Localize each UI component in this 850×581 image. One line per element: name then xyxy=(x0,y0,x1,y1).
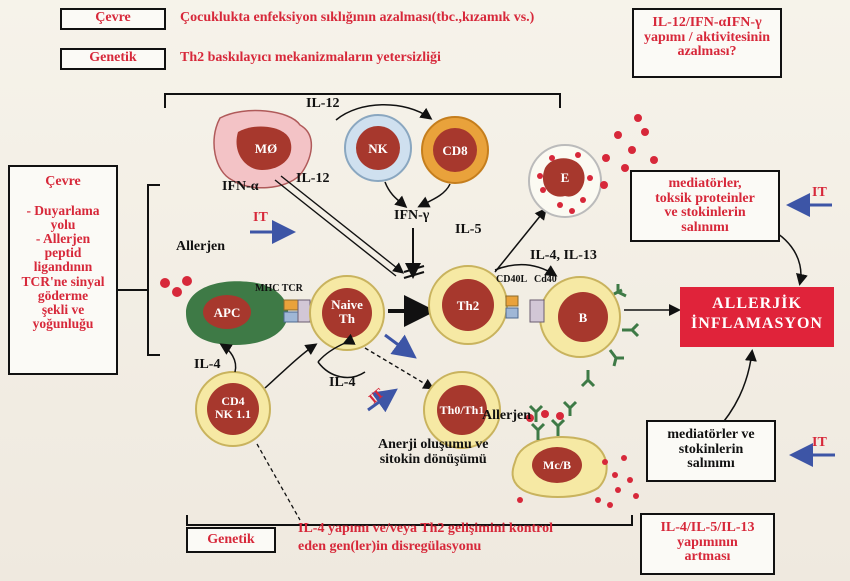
left-item-2: - Allerjen xyxy=(35,231,91,247)
il12-box-line-2: yapımı / aktivitesinin xyxy=(643,29,771,45)
mediator-box-1: mediatörler, toksik proteinler ve stokin… xyxy=(630,170,780,242)
cd8-label: CD8 xyxy=(442,143,468,158)
b-nucleus xyxy=(558,292,608,342)
il12-ifn-box: IL-12/IFN-αIFN-γ yapımı / aktivitesinin … xyxy=(632,8,782,78)
mast-label: Mc/B xyxy=(543,458,571,472)
b-label: B xyxy=(578,310,588,325)
macrophage-nucleus xyxy=(236,126,292,170)
il4-il13-label: IL-4, IL-13 xyxy=(530,248,597,263)
ifn-gamma-label: IFN-γ xyxy=(394,208,430,223)
left-item-7: şekli ve xyxy=(41,301,85,317)
bottom-genetik-line-2: eden gen(ler)in disregülasyonu xyxy=(298,539,482,554)
il4-il5-il13-box: IL-4/IL-5/IL-13 yapımının artması xyxy=(640,513,775,575)
eosinophil-nucleus xyxy=(542,158,585,197)
allerjen-bottom-label: Allerjen xyxy=(482,408,531,423)
top-bracket xyxy=(164,93,561,108)
th2-label: Th2 xyxy=(456,298,480,313)
top-cevre-text: Çocuklukta enfeksiyon sıklığının azalmas… xyxy=(180,10,535,25)
il4-left-label: IL-4 xyxy=(194,357,221,372)
il12-mid-label: IL-12 xyxy=(296,171,330,186)
cd4-label: CD4 xyxy=(221,394,245,408)
left-item-0: - Duyarlama xyxy=(26,202,100,218)
apc-label: APC xyxy=(213,305,241,320)
mediator-1-line-3: ve stokinlerin xyxy=(664,205,746,221)
bottom-bracket xyxy=(186,515,633,526)
top-genetik-text: Th2 baskılayıcı mekanizmaların yetersizl… xyxy=(180,50,441,65)
il4-box-line-1: IL-4/IL-5/IL-13 xyxy=(660,520,755,535)
eosinophil-label: E xyxy=(560,170,570,185)
th0-th1-nucleus xyxy=(437,385,487,435)
cd4-nk-nucleus xyxy=(207,383,259,435)
left-cevre-box: Çevre - Duyarlama yolu - Allerjen peptid… xyxy=(8,165,118,375)
il4-box-line-2: yapımının xyxy=(677,534,738,550)
anerji-line-2: sitokin dönüşümü xyxy=(379,451,487,467)
cd4-nk-label: CD4 NK 1.1 xyxy=(208,394,258,422)
il12-box-line-3: azalması? xyxy=(677,44,737,60)
mast-granules xyxy=(517,455,639,508)
mediator-1-line-1: mediatörler, xyxy=(668,176,742,191)
it-arrow-2 xyxy=(384,333,417,359)
naive-label: Naive xyxy=(331,297,363,312)
it-label-3: IT xyxy=(812,185,827,200)
top-cevre-tag: Çevre xyxy=(60,8,166,30)
left-item-4: ligandının xyxy=(33,259,93,275)
nk-label: NK xyxy=(368,141,388,156)
anerji-label: Anerji oluşumu ve sitokin dönüşümü xyxy=(378,437,489,467)
top-genetik-tag: Genetik xyxy=(60,48,166,70)
nk-nucleus xyxy=(356,126,400,170)
apc-nucleus xyxy=(203,295,251,329)
th2-nucleus xyxy=(442,279,494,331)
cd40l-label: CD40L xyxy=(496,274,528,285)
nk11-label: NK 1.1 xyxy=(215,407,251,422)
left-bracket xyxy=(147,184,160,356)
il5-label: IL-5 xyxy=(455,222,482,237)
ifn-alpha-label: IFN-α xyxy=(222,179,259,194)
mhc-tcr-label: MHC TCR xyxy=(255,283,303,294)
th-label: Th xyxy=(339,311,355,327)
mast-nucleus xyxy=(532,447,582,483)
left-item-8: yoğunluğu xyxy=(32,316,94,332)
il12-top-label: IL-12 xyxy=(306,96,340,111)
antibodies xyxy=(528,284,640,422)
it-label-4: IT xyxy=(812,435,827,450)
naive-th-nucleus xyxy=(322,288,372,338)
il4-mid-label: IL-4 xyxy=(329,375,356,390)
it-arrow-3 xyxy=(367,388,398,413)
bottom-genetik-tag: Genetik xyxy=(186,527,276,553)
mediator-2-line-1: mediatörler ve xyxy=(667,427,755,442)
mediator-1-line-2: toksik proteinler xyxy=(655,190,755,206)
allerjen-left-label: Allerjen xyxy=(176,239,225,254)
th0-th1-label: Th0/Th1 xyxy=(439,403,485,417)
macrophage-label: MØ xyxy=(254,141,278,156)
left-item-5: TCR'ne sinyal xyxy=(21,273,105,289)
cd8-nucleus xyxy=(433,128,477,172)
il4-box-line-3: artması xyxy=(684,549,731,565)
it-label-1: IT xyxy=(253,210,268,225)
mediator-2-line-3: salınımı xyxy=(687,456,735,472)
naive-th-label: Naive Th xyxy=(327,297,367,327)
cd40-label: Cd40 xyxy=(534,274,557,285)
left-item-6: göderme xyxy=(37,287,89,303)
left-cevre-tag: Çevre xyxy=(45,174,81,189)
il12-box-line-1: IL-12/IFN-αIFN-γ xyxy=(652,15,762,30)
allergic-inflammation-box: ALLERJİK İNFLAMASYON xyxy=(680,287,834,347)
mediator-box-2: mediatörler ve stokinlerin salınımı xyxy=(646,420,776,482)
allergic-line-2: İNFLAMASYON xyxy=(691,314,823,332)
bottom-genetik-line-1: IL-4 yapımı ve/veya Th2 gelişimini kontr… xyxy=(298,521,554,536)
mediator-granules-top xyxy=(600,114,658,189)
allergic-line-1: ALLERJİK xyxy=(712,295,802,312)
left-item-3: peptid xyxy=(44,245,82,261)
left-item-1: yolu xyxy=(50,216,76,232)
mediator-1-line-4: salınımı xyxy=(681,220,729,236)
anerji-line-1: Anerji oluşumu ve xyxy=(378,437,489,452)
mediator-2-line-2: stokinlerin xyxy=(678,441,744,457)
